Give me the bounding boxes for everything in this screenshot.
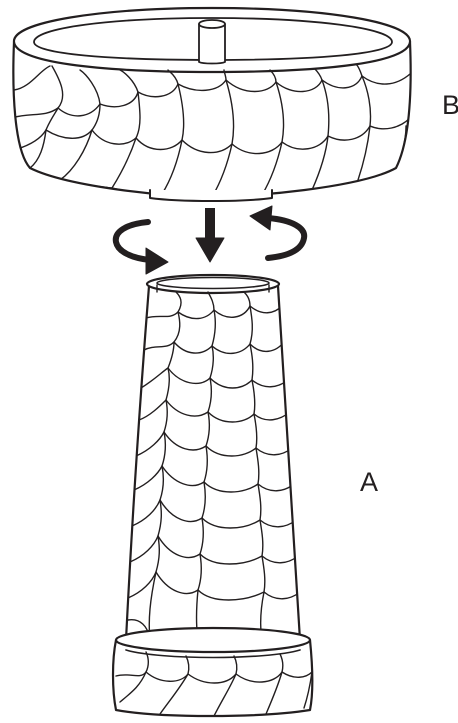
rotate-right-arrow-icon: [250, 206, 304, 258]
bowl-b: [12, 8, 411, 201]
label-pedestal: A: [360, 469, 378, 496]
label-bowl: B: [442, 92, 458, 119]
bowl-foot: [150, 190, 272, 201]
rotate-left-arrow-icon: [116, 222, 168, 274]
pedestal-a: [113, 275, 312, 716]
bowl-center-post: [199, 24, 225, 64]
assembly-arrows: [116, 206, 304, 274]
down-arrow-icon: [196, 208, 224, 262]
